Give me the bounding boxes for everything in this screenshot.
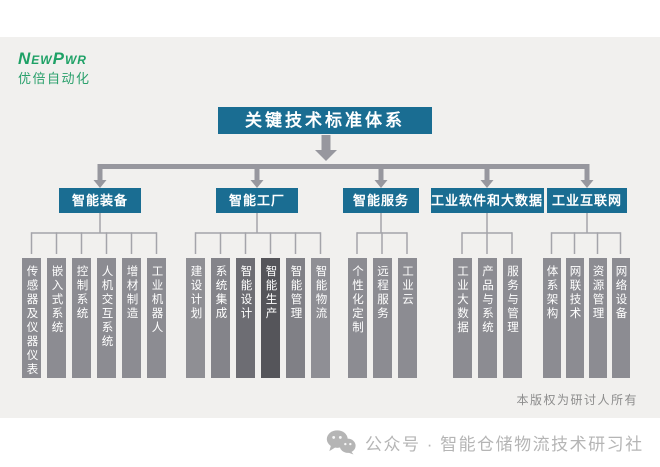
level2-box: 智能服务 [343,188,419,213]
level2-box: 智能装备 [59,188,141,213]
vertical-bar: 智能设计 [236,258,255,378]
level2-box: 工业互联网 [547,188,627,213]
vertical-bar: 产品与系统 [477,258,497,378]
brand-subtitle: 优倍自动化 [18,71,91,86]
vertical-bar: 远程服务 [372,258,392,378]
vertical-bar: 工业机器人 [147,258,166,378]
vertical-bar: 网联技术 [565,258,584,378]
vertical-bar: 传感器及仪器仪表 [22,258,41,378]
level2-box: 智能工厂 [216,188,298,213]
brand-name: NewPwr [18,49,87,68]
vertical-bar: 智能物流 [311,258,330,378]
vertical-bar: 网络设备 [611,258,630,378]
footer-watermark: 公众号 · 智能仓储物流技术研习社 [326,429,644,455]
vertical-bar: 建设计划 [186,258,205,378]
vertical-bar: 服务与管理 [502,258,522,378]
vertical-bar: 资源管理 [588,258,607,378]
vertical-bar: 增材制造 [122,258,141,378]
level2-box: 工业软件和大数据 [430,188,544,213]
vertical-bar: 智能生产 [261,258,280,378]
footer-text: 公众号 · 智能仓储物流技术研习社 [365,434,644,454]
vertical-bar: 人机交互系统 [97,258,116,378]
vertical-bar: 个性化定制 [347,258,367,378]
wechat-icon [326,430,356,455]
vertical-bar: 体系架构 [542,258,561,378]
vertical-bar: 控制系统 [72,258,91,378]
vertical-bar: 嵌入式系统 [47,258,66,378]
vertical-bar: 工业云 [397,258,417,378]
vertical-bar: 系统集成 [211,258,230,378]
vertical-bar: 工业大数据 [452,258,472,378]
copyright-note: 本版权为研讨人所有 [516,393,638,407]
root-node: 关键技术标准体系 [218,107,432,134]
brand-logo: NewPwr 优倍自动化 [18,50,91,87]
vertical-bar: 智能管理 [286,258,305,378]
